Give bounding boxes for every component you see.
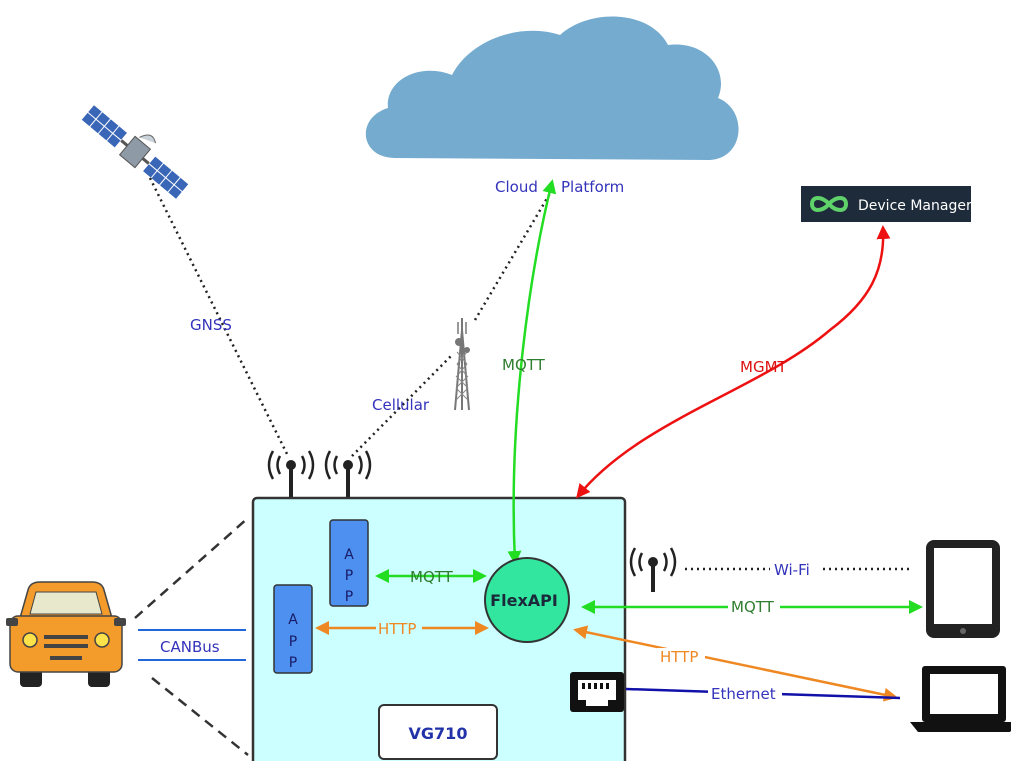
antenna-icon — [267, 450, 315, 498]
cloud-platform-shape — [365, 16, 739, 161]
flexapi-label: FlexAPI — [490, 591, 558, 610]
platform-label: Platform — [561, 178, 624, 196]
car-connector-dashed — [134, 517, 249, 619]
antenna-icon — [629, 547, 677, 592]
ethernet-label: Ethernet — [711, 685, 776, 703]
device-manager-label: Device Manager — [858, 198, 972, 214]
app-letter: P — [289, 634, 297, 650]
mqtt-cloud-arrow — [507, 179, 557, 565]
app-letter: A — [288, 612, 298, 628]
device-manager-badge[interactable]: Device Manager — [801, 186, 972, 222]
app-box-upper: A P P — [329, 519, 369, 607]
car-icon — [6, 581, 126, 687]
cell-tower-icon — [454, 318, 470, 411]
canbus-label: CANBus — [160, 638, 220, 656]
wifi-label: Wi-Fi — [774, 561, 810, 579]
app-letter: A — [344, 547, 354, 563]
mqtt-app-label: MQTT — [410, 568, 454, 586]
mqtt-tablet-label: MQTT — [731, 598, 775, 616]
satellite-icon — [80, 103, 190, 201]
ethernet-port-icon — [570, 672, 624, 712]
antenna-icon — [324, 450, 372, 498]
device-model-box: VG710 — [378, 704, 498, 760]
mqtt-cloud-label: MQTT — [502, 356, 546, 374]
http-laptop-arrow — [573, 625, 898, 702]
laptop-icon — [910, 666, 1011, 732]
http-app-label: HTTP — [378, 620, 416, 638]
gnss-label: GNSS — [190, 316, 232, 334]
http-laptop-label: HTTP — [660, 648, 698, 666]
app-box-lower: A P P — [273, 584, 313, 674]
device-model-label: VG710 — [409, 724, 468, 743]
cellular-label: Cellular — [372, 396, 430, 414]
gnss-link — [148, 177, 290, 457]
infinity-logo-icon — [809, 196, 849, 212]
cloud-label: Cloud — [495, 178, 538, 196]
tablet-icon — [926, 540, 1000, 638]
mgmt-label: MGMT — [740, 358, 788, 376]
car-connector-dashed — [151, 677, 249, 756]
mgmt-arrow — [576, 225, 891, 499]
app-letter: P — [345, 589, 353, 605]
flexapi-node: FlexAPI — [484, 557, 570, 643]
cellular-cloud-link — [473, 189, 554, 321]
app-letter: P — [345, 568, 353, 584]
app-letter: P — [289, 655, 297, 671]
